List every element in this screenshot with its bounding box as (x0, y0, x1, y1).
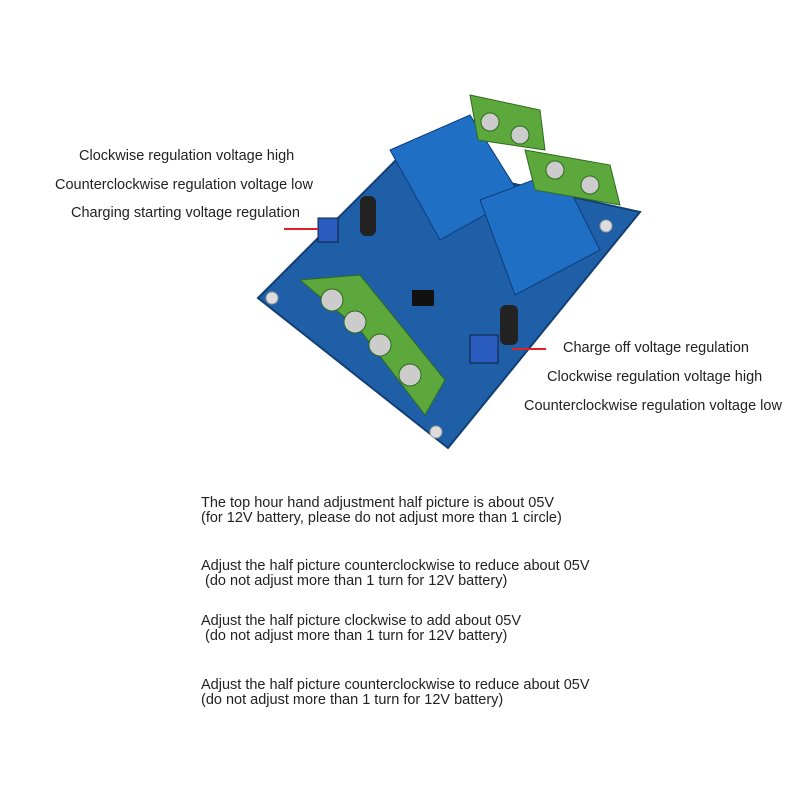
note-1: The top hour hand adjustment half pictur… (201, 495, 562, 526)
terminal-block-bottom (298, 274, 446, 416)
potentiometer (317, 217, 339, 243)
note-3: Adjust the half picture clockwise to add… (201, 613, 521, 644)
mount-hole (429, 425, 443, 439)
left-label: Charging starting voltage regulation (71, 205, 300, 221)
note-4: Adjust the half picture counterclockwise… (201, 677, 590, 708)
right-label: Charge off voltage regulation (563, 340, 749, 356)
potentiometer (469, 334, 499, 364)
right-label: Clockwise regulation voltage high (547, 369, 763, 385)
ic-chip (412, 290, 434, 306)
left-label: Counterclockwise regulation voltage low (55, 177, 313, 193)
capacitor (360, 196, 376, 236)
mount-hole (265, 291, 279, 305)
capacitor (500, 305, 518, 345)
left-label: Clockwise regulation voltage high (79, 148, 295, 164)
note-2: Adjust the half picture counterclockwise… (201, 558, 590, 589)
right-label: Counterclockwise regulation voltage low (524, 398, 782, 414)
mount-hole (599, 219, 613, 233)
terminal-block-top (469, 94, 621, 206)
